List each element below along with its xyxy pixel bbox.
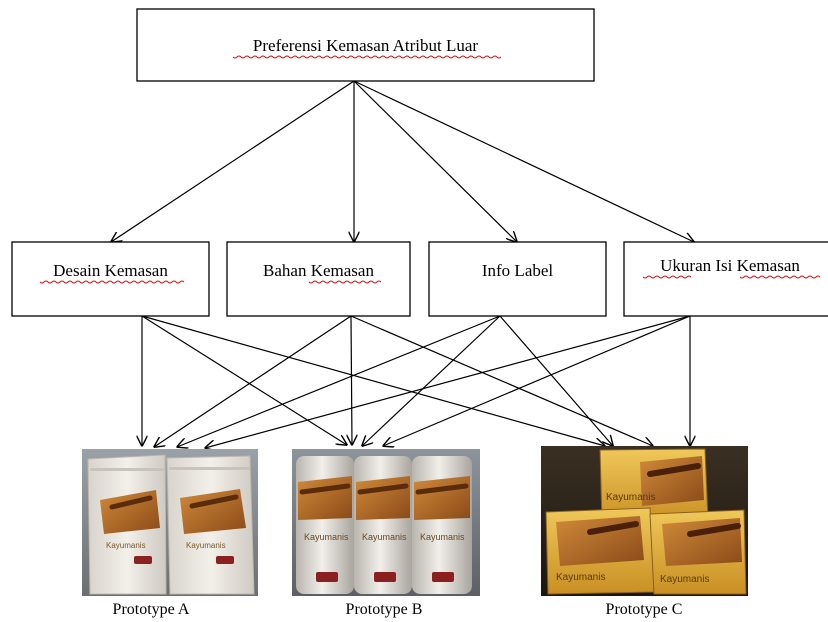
can-2-cinnamon — [356, 476, 410, 520]
spellcheck-underline — [642, 275, 692, 279]
top-node: Preferensi Kemasan Atribut Luar — [136, 8, 595, 82]
prototype-c-caption: Prototype C — [606, 601, 683, 618]
can-3-logo — [432, 572, 454, 582]
spellcheck-underline — [232, 55, 502, 59]
arrow-top-to-info — [353, 80, 517, 242]
pouch-left-stick — [109, 495, 153, 510]
prototype-b-photo: Kayumanis Kayumanis Kayumanis — [292, 449, 480, 596]
attribute-bahan-box — [226, 241, 411, 317]
prototype-a-caption: Prototype A — [113, 601, 190, 618]
arrow-bahan-to-a — [154, 315, 352, 447]
can-1-logo — [316, 572, 338, 582]
arrow-desain-to-c — [141, 315, 605, 446]
can-1-cinnamon — [298, 476, 352, 520]
arrows-top-to-attributes — [111, 80, 694, 242]
pouch-left-product-name: Kayumanis — [106, 541, 146, 550]
arrow-bahan-to-c — [350, 315, 653, 446]
arrow-ukuran-to-b — [383, 315, 691, 446]
can-3-product-name: Kayumanis — [420, 532, 465, 542]
prototype-b-caption: Prototype B — [346, 601, 423, 618]
arrow-info-to-b — [362, 315, 501, 446]
box-top-stick — [647, 463, 701, 477]
attribute-bahan: Bahan Kemasan — [226, 241, 411, 317]
attribute-desain: Desain Kemasan — [11, 241, 210, 317]
can-3-cinnamon — [414, 476, 470, 520]
attribute-ukuran-label: Ukuran Isi Kemasan — [660, 256, 800, 275]
prototype-a-photo: Kayumanis Kayumanis — [82, 449, 258, 596]
arrow-desain-to-b — [141, 315, 347, 445]
box-bottom-right-product-name: Kayumanis — [660, 574, 709, 585]
pouch-left-zip — [90, 468, 164, 471]
arrow-top-to-desain — [111, 80, 355, 242]
pouch-left-logo — [134, 556, 152, 564]
arrow-info-to-c — [499, 315, 613, 446]
spellcheck-underline — [308, 280, 382, 284]
prototype-c-photo: Kayumanis Kayumanis Kayumanis — [541, 446, 748, 596]
arrow-ukuran-to-a — [205, 315, 691, 448]
top-node-label: Preferensi Kemasan Atribut Luar — [253, 36, 479, 55]
attribute-info-box — [428, 241, 607, 317]
box-bottom-left-product-name: Kayumanis — [556, 572, 605, 583]
can-2-product-name: Kayumanis — [362, 532, 407, 542]
pouch-right-logo — [216, 556, 234, 564]
arrow-info-to-a — [177, 315, 501, 447]
can-2-logo — [374, 572, 396, 582]
pouch-right-zip — [169, 467, 250, 470]
attribute-ukuran: Ukuran Isi Kemasan — [623, 241, 828, 317]
spellcheck-underline — [739, 275, 821, 279]
can-1-product-name: Kayumanis — [304, 532, 349, 542]
attribute-desain-box — [11, 241, 210, 317]
spellcheck-underline — [39, 280, 185, 284]
arrow-bahan-to-b — [351, 315, 352, 445]
top-node-box — [136, 8, 595, 82]
box-bottom-left-stick — [587, 521, 639, 535]
box-top-product-name: Kayumanis — [606, 492, 655, 503]
attribute-bahan-label: Bahan Kemasan — [263, 261, 374, 280]
can-1-stick — [299, 483, 351, 495]
pouch-right-stick — [189, 494, 239, 509]
attribute-ukuran-box — [623, 241, 828, 317]
can-3-stick — [415, 483, 469, 495]
pouch-right-product-name: Kayumanis — [186, 541, 226, 550]
arrow-top-to-ukuran — [353, 80, 694, 242]
can-2-stick — [357, 483, 409, 495]
attribute-info: Info Label — [428, 241, 607, 317]
attribute-info-label: Info Label — [482, 261, 554, 280]
attribute-desain-label: Desain Kemasan — [53, 261, 168, 280]
arrows-attributes-to-prototypes — [141, 315, 691, 448]
box-bottom-right-stick — [687, 523, 741, 537]
